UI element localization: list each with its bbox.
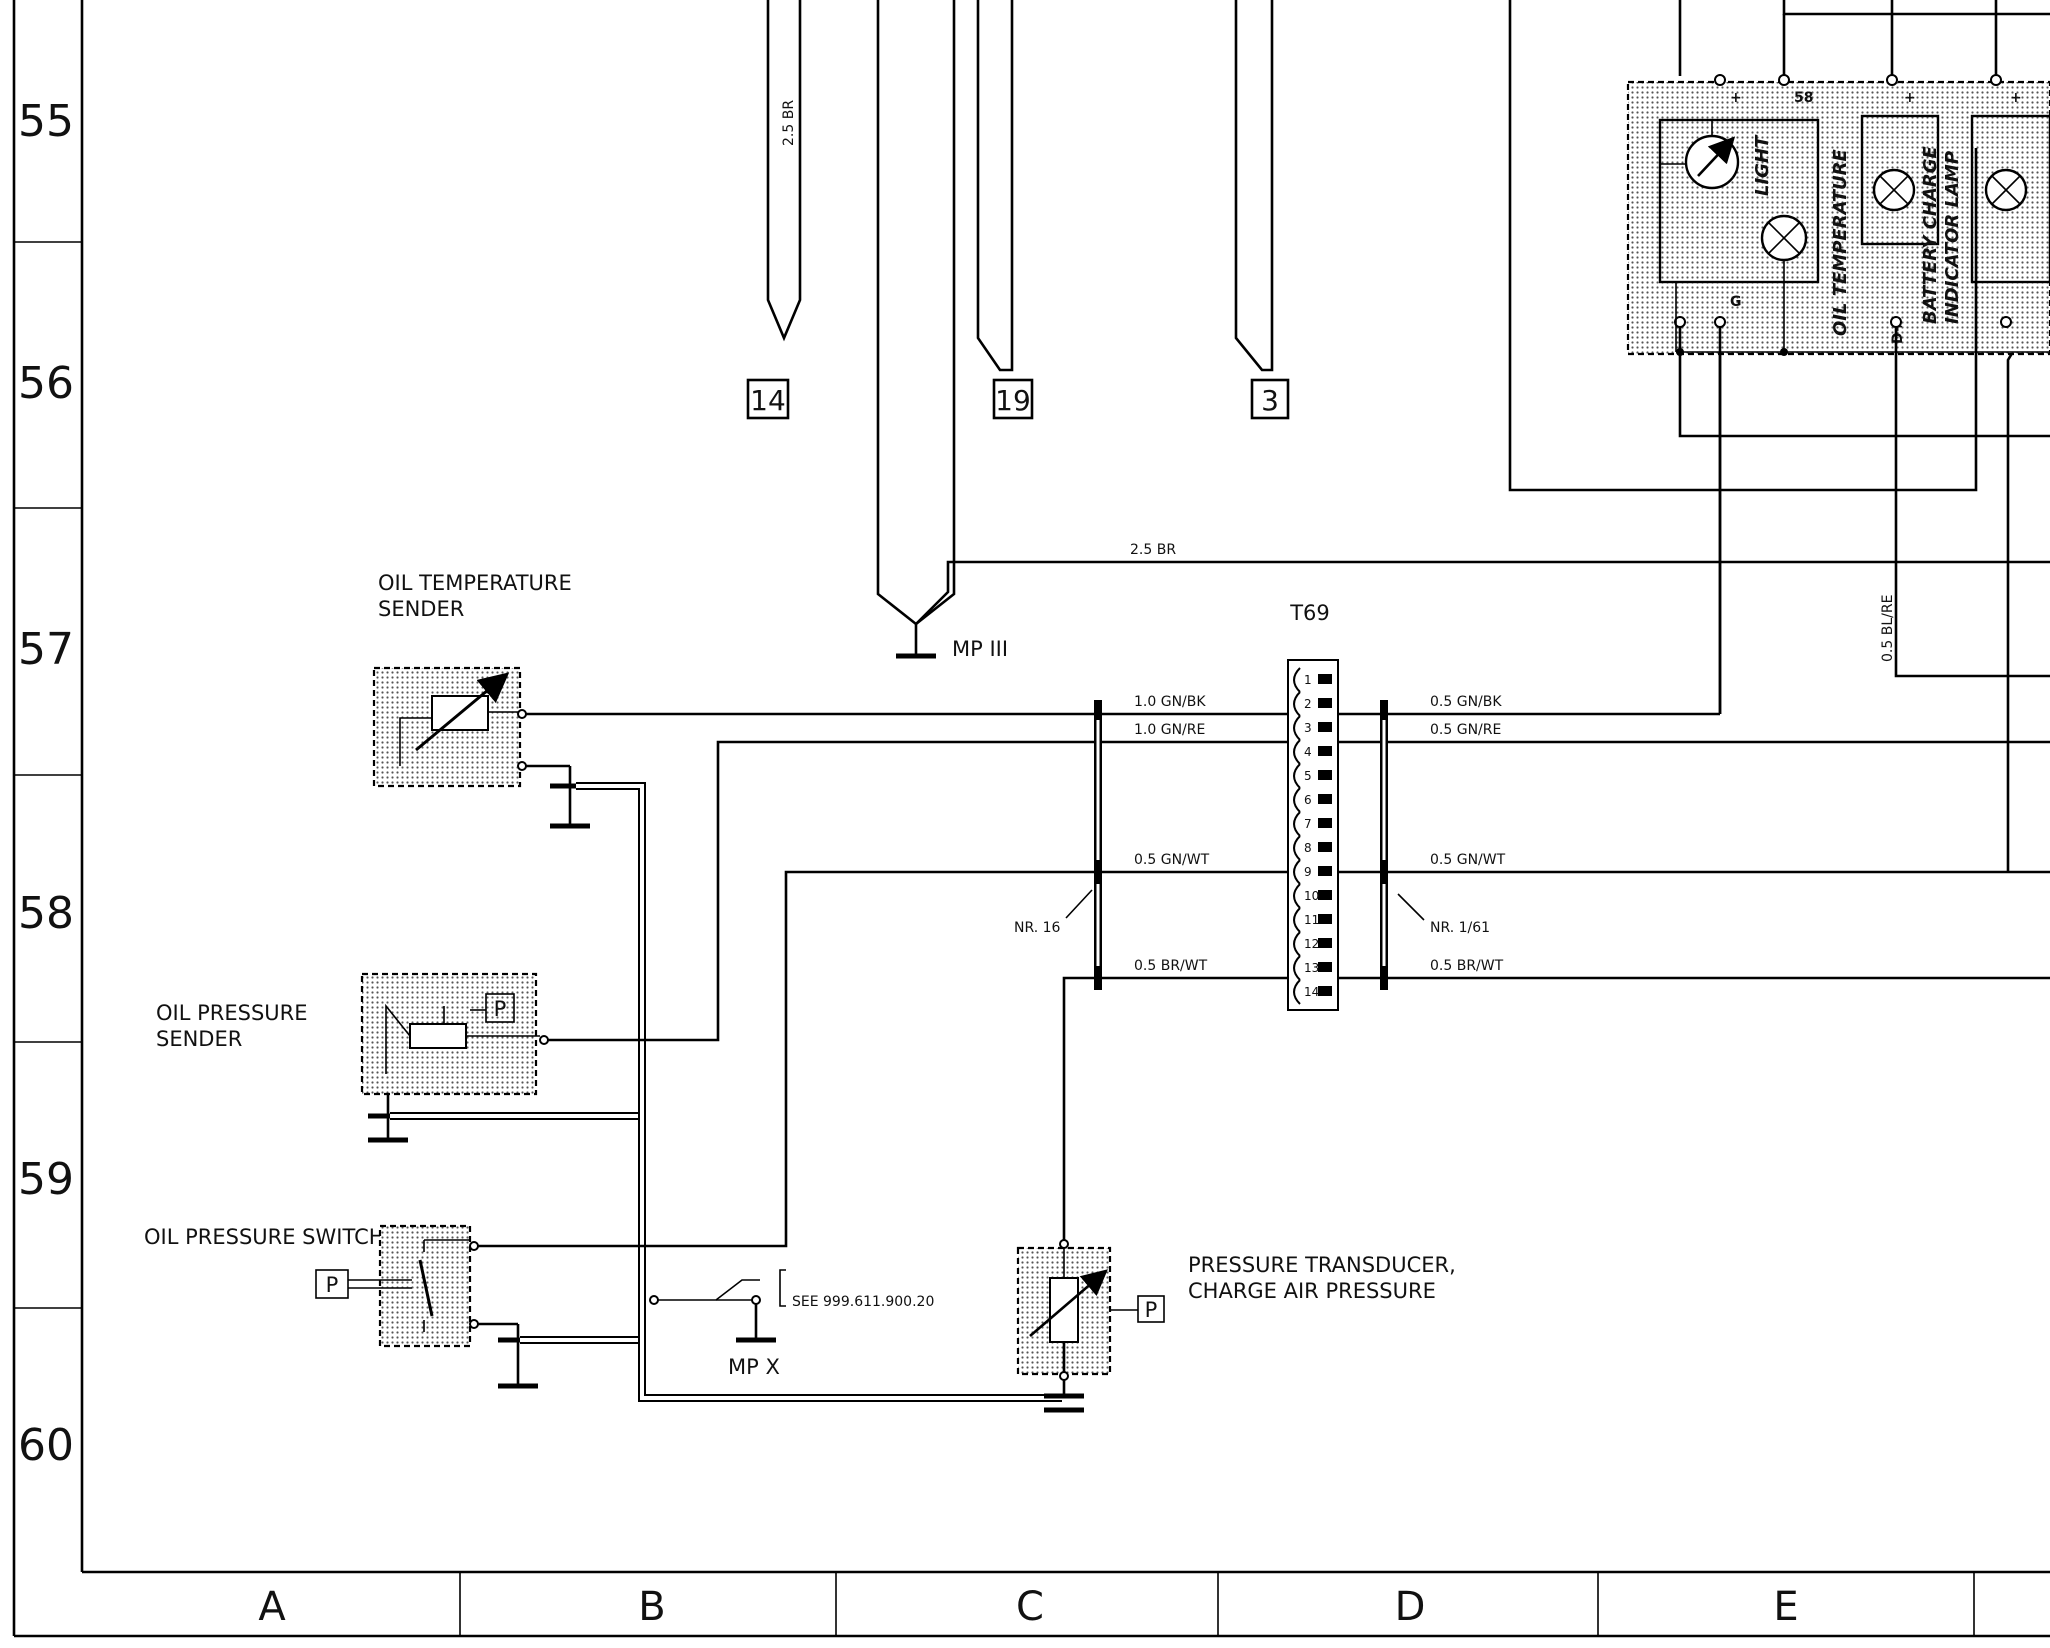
oil-pressure-switch-pressure-symbol: P [326,1273,339,1297]
connector-t69-pin-label-5: 5 [1304,769,1312,783]
wire-labels: 1.0 GN/BK 1.0 GN/RE 0.5 GN/WT 0.5 BR/WT … [1134,595,1896,974]
column-label-c: C [1016,1584,1044,1630]
column-label-d: D [1395,1584,1426,1630]
oil-pressure-switch: OIL PRESSURE SWITCH P [144,1224,538,1389]
instrument-cluster: LIGHT OIL TEMPERATURE BATTERY CHARGE IND… [1508,0,2050,714]
cluster-light-label: LIGHT [1752,134,1773,196]
column-label-a: A [258,1584,286,1630]
connector-t69-pin-label-11: 11 [1304,913,1319,927]
oil-pressure-sender-label-1: OIL PRESSURE [156,1001,308,1025]
connector-label-3: 3 [1261,384,1279,417]
cluster-indicator-lamp-label: INDICATOR LAMP [1942,151,1963,324]
oil-pressure-sender-label-2: SENDER [156,1027,242,1051]
wire-label-top-vertical: 2.5 BR [781,100,797,146]
connector-t69-pin-8: 8 [1293,835,1332,861]
connector-t69-pin-13: 13 [1293,955,1332,981]
pressure-transducer-pressure-symbol: P [1145,1298,1158,1322]
splice-right: NR. 1/61 [1380,700,1490,990]
oil-temperature-sender-label-2: SENDER [378,597,464,621]
row-label-60: 60 [18,1420,74,1471]
cluster-battery-charge-label: BATTERY CHARGE [1920,145,1941,324]
connector-label-14: 14 [750,384,786,417]
wire-label-ground-run: 2.5 BR [1130,542,1176,558]
connector-t69-pin-label-13: 13 [1304,961,1319,975]
splice-label-right: NR. 1/61 [1430,920,1490,936]
row-label-57: 57 [18,624,74,675]
connector-t69-pin-label-10: 10 [1304,889,1319,903]
column-label-b: B [638,1584,665,1630]
connector-t69-pin-2: 2 [1293,691,1332,717]
connector-t69-pin-7: 7 [1293,811,1332,837]
connector-t69-pin-6: 6 [1293,787,1332,813]
cluster-pin-g: G [1730,294,1742,310]
ground-point-mp3: MP III 2.5 BR [876,0,2050,661]
wire-label-left-1: 1.0 GN/BK [1134,694,1206,710]
connector-label-19: 19 [995,384,1031,417]
connector-t69-pin-label-4: 4 [1304,745,1312,759]
wire-label-right-3: 0.5 GN/WT [1430,852,1506,868]
cluster-oil-temperature-label: OIL TEMPERATURE [1830,148,1851,336]
connector-t69-pin-11: 11 [1293,907,1332,933]
row-label-59: 59 [18,1154,74,1205]
connector-3: 3 [1234,0,1290,420]
connector-t69-pin-label-9: 9 [1304,865,1312,879]
connector-t69-pin-9: 9 [1293,859,1332,885]
row-labels: 55 56 57 58 59 60 [18,96,74,1471]
splice-left: NR. 16 [1014,700,1102,990]
ground-label-mpx: MP X [728,1355,780,1379]
connector-14: 2.5 BR 14 [746,0,802,420]
connector-t69-pin-14: 14 [1293,979,1332,1005]
oil-pressure-sender: OIL PRESSURE SENDER P [156,972,549,1143]
shield-ground-lines [390,782,1084,1413]
cluster-pin-plus-3: + [2010,90,2022,106]
connector-t69-pin-label-8: 8 [1304,841,1312,855]
connector-t69-pin-4: 4 [1293,739,1332,765]
see-reference-label: SEE 999.611.900.20 [792,1294,934,1310]
connector-t69-label: T69 [1289,601,1330,625]
column-labels: A B C D E [258,1584,1798,1630]
row-label-55: 55 [18,96,74,147]
splice-label-left: NR. 16 [1014,920,1061,936]
oil-pressure-sender-pressure-symbol: P [494,997,507,1021]
wire-label-left-2: 1.0 GN/RE [1134,722,1205,738]
connector-t69-pin-3: 3 [1293,715,1332,741]
row-label-58: 58 [18,888,74,939]
cluster-pin-plus-1: + [1730,90,1742,106]
connector-t69-pin-10: 10 [1293,883,1332,909]
ground-label-mp3: MP III [952,637,1008,661]
connector-t69-pin-label-3: 3 [1304,721,1312,735]
cluster-pin-plus-2: + [1904,90,1916,106]
connector-t69-pin-label-7: 7 [1304,817,1312,831]
column-label-e: E [1773,1584,1798,1630]
pressure-transducer-label-2: CHARGE AIR PRESSURE [1188,1279,1436,1303]
oil-temperature-sender-ground [526,764,590,829]
oil-temperature-sender: OIL TEMPERATURE SENDER [372,571,572,788]
wire-label-right-2: 0.5 GN/RE [1430,722,1501,738]
wire-label-right-4: 0.5 BR/WT [1430,958,1504,974]
connector-t69-pin-label-6: 6 [1304,793,1312,807]
connector-t69-pin-5: 5 [1293,763,1332,789]
wire-label-right-1: 0.5 GN/BK [1430,694,1502,710]
connector-t69-pin-12: 12 [1293,931,1332,957]
wire-label-vertical-bl-re: 0.5 BL/RE [1880,595,1896,662]
cluster-pin-58: 58 [1794,90,1813,106]
wire-label-left-4: 0.5 BR/WT [1134,958,1208,974]
connector-t69-pin-label-14: 14 [1304,985,1319,999]
ground-point-mpx: MP X SEE 999.611.900.20 [649,1269,934,1379]
drawing-frame [12,0,2050,1638]
oil-temperature-sender-label-1: OIL TEMPERATURE [378,571,572,595]
connector-t69-pin-label-2: 2 [1304,697,1312,711]
wire-label-left-3: 0.5 GN/WT [1134,852,1210,868]
connector-19: 19 [976,0,1034,420]
connector-t69-pin-1: 1 [1293,667,1332,693]
oil-pressure-switch-label: OIL PRESSURE SWITCH [144,1225,385,1249]
connector-t69-pin-label-12: 12 [1304,937,1319,951]
row-label-56: 56 [18,358,74,409]
pressure-transducer-label-1: PRESSURE TRANSDUCER, [1188,1253,1456,1277]
pressure-transducer: PRESSURE TRANSDUCER, CHARGE AIR PRESSURE… [1016,1239,1456,1396]
connector-t69-pin-label-1: 1 [1304,673,1312,687]
